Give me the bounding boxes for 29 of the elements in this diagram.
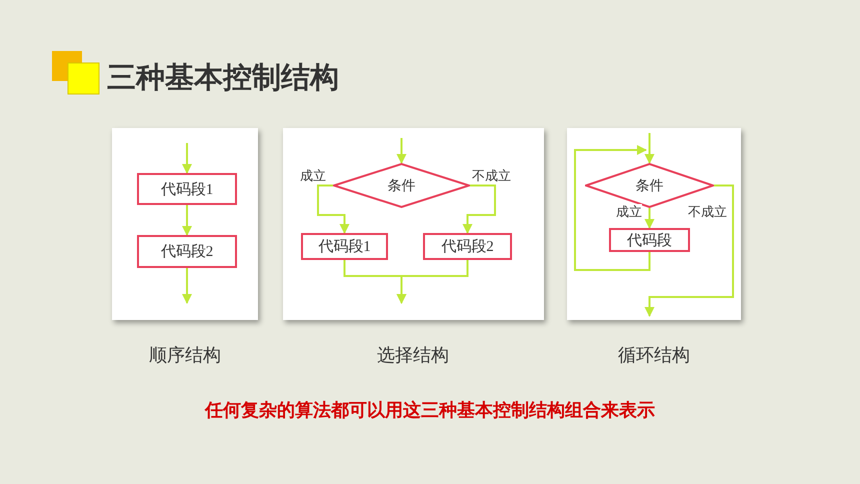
arrow [317,184,350,234]
panel-caption: 选择结构 [376,344,450,367]
panel-caption: 循环结构 [617,344,691,367]
arrow [396,138,406,164]
flowchart-panel [567,128,741,320]
process-box: 代码段1 [137,173,237,205]
edge-label: 不成立 [688,204,727,220]
arrow [574,145,650,271]
flowchart-panel [283,128,544,320]
edge-label: 成立 [300,168,326,184]
edge-label: 不成立 [472,168,511,184]
arrow [462,184,496,234]
arrow [396,260,468,304]
arrow [182,268,192,304]
arrow [644,184,734,317]
slide-title: 三种基本控制结构 [107,59,339,96]
arrow [644,208,654,229]
arrow [182,205,192,236]
process-box: 代码段1 [301,233,388,260]
edge-label: 成立 [616,204,642,220]
arrow [182,143,192,174]
arrow [644,133,654,164]
process-box: 代码段 [609,228,690,252]
note-text: 任何复杂的算法都可以用这三种基本控制结构组合来表示 [204,399,656,422]
process-box: 代码段2 [137,235,237,268]
process-box: 代码段2 [423,233,512,260]
flowchart-panel [112,128,258,320]
decision-diamond: 条件 [333,163,470,208]
panel-caption: 顺序结构 [148,344,222,367]
